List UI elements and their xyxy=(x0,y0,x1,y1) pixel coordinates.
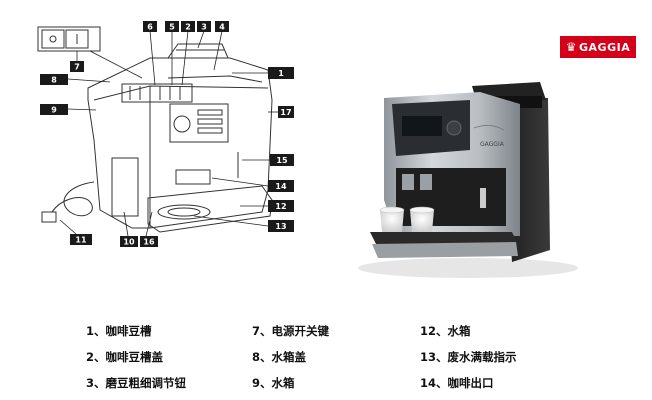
svg-text:1: 1 xyxy=(278,69,284,78)
svg-text:10: 10 xyxy=(123,238,135,247)
control-knob xyxy=(173,115,191,133)
legend-item-14: 14、咖啡出口 xyxy=(420,376,494,390)
svg-text:3: 3 xyxy=(201,23,207,32)
legend-item-9: 9、水箱 xyxy=(252,376,295,390)
svg-text:5: 5 xyxy=(169,23,175,32)
svg-text:9: 9 xyxy=(51,106,57,115)
crest-icon: ♛ xyxy=(565,40,578,54)
cup-left xyxy=(380,210,404,232)
svg-text:4: 4 xyxy=(219,23,225,32)
power-plug xyxy=(41,211,57,223)
drip-tray xyxy=(147,185,273,233)
legend-item-2: 2、咖啡豆槽盖 xyxy=(86,350,164,364)
svg-text:2: 2 xyxy=(185,23,191,32)
logo-text: GAGGIA xyxy=(579,40,631,54)
callout-2: 2 xyxy=(181,21,195,32)
callout-4: 4 xyxy=(215,21,229,32)
callout-6: 6 xyxy=(143,21,157,32)
product-photo: GAGGIA xyxy=(358,82,578,278)
legend-item-12: 12、水箱 xyxy=(420,324,471,338)
callout-17: 17 xyxy=(278,106,294,118)
gaggia-logo: ♛ GAGGIA xyxy=(560,36,636,58)
callout-10: 10 xyxy=(120,236,138,247)
callout-14: 14 xyxy=(268,180,294,192)
legend-item-7: 7、电源开关键 xyxy=(252,324,330,338)
svg-text:12: 12 xyxy=(275,202,286,211)
callout-15: 15 xyxy=(270,154,294,166)
callout-16: 16 xyxy=(140,236,158,247)
svg-text:17: 17 xyxy=(280,108,291,117)
line-drawing xyxy=(37,26,278,237)
cup-right xyxy=(410,210,434,232)
legend-item-13: 13、废水满载指示 xyxy=(420,350,517,364)
svg-text:8: 8 xyxy=(51,76,57,85)
water-tank xyxy=(111,157,139,217)
callout-1: 1 xyxy=(268,67,294,79)
machine-outline xyxy=(87,57,273,229)
svg-text:7: 7 xyxy=(74,63,80,72)
svg-text:13: 13 xyxy=(275,222,286,231)
control-panel xyxy=(169,103,229,143)
legend-item-3: 3、磨豆粗细调节钮 xyxy=(86,376,187,390)
power-cord xyxy=(51,181,95,217)
svg-text:14: 14 xyxy=(275,182,287,191)
bean-hopper xyxy=(167,43,229,59)
callout-9: 9 xyxy=(40,104,68,115)
coffee-spout xyxy=(175,169,211,185)
legend-item-8: 8、水箱盖 xyxy=(252,350,307,364)
callout-11: 11 xyxy=(70,234,92,245)
callout-8: 8 xyxy=(40,74,68,85)
cup-grating xyxy=(121,83,193,103)
switch-inset xyxy=(37,26,101,52)
svg-text:6: 6 xyxy=(147,23,153,32)
callout-12: 12 xyxy=(268,200,294,212)
svg-text:15: 15 xyxy=(276,156,288,165)
callout-7: 7 xyxy=(70,61,84,72)
legend-item-1: 1、咖啡豆槽 xyxy=(86,324,152,338)
svg-text:11: 11 xyxy=(75,236,87,245)
photo-badge: GAGGIA xyxy=(480,141,505,148)
callout-3: 3 xyxy=(197,21,211,32)
callout-5: 5 xyxy=(165,21,179,32)
svg-text:16: 16 xyxy=(143,238,155,247)
switch-rocker xyxy=(41,29,65,49)
callout-13: 13 xyxy=(268,220,294,232)
